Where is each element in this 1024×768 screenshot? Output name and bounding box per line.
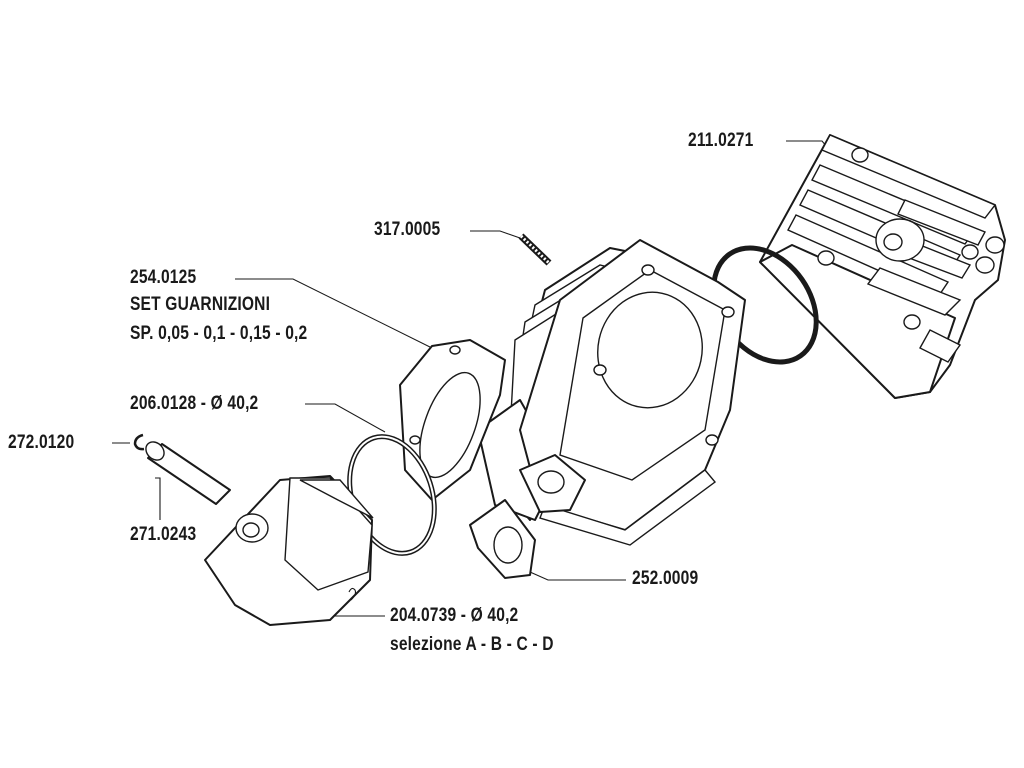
stud-part <box>518 233 552 266</box>
leader-gasket-set <box>235 278 439 352</box>
label-piston-ring: 206.0128 - Ø 40,2 <box>130 393 259 414</box>
label-stud: 317.0005 <box>374 219 441 240</box>
leader-piston-ring <box>305 403 386 433</box>
cylinder-head-part <box>759 134 1006 399</box>
label-piston-selection: selezione A - B - C - D <box>390 634 554 655</box>
exhaust-gasket-part <box>469 499 536 579</box>
label-circlip: 272.0120 <box>8 432 75 453</box>
label-gasket-set-thickness: SP. 0,05 - 0,1 - 0,15 - 0,2 <box>130 323 308 344</box>
leader-exhaust-gasket <box>529 571 626 581</box>
piston-pin-part <box>145 441 231 505</box>
leader-stud <box>470 230 521 239</box>
label-exhaust-gasket: 252.0009 <box>632 568 699 589</box>
label-cylinder-head: 211.0271 <box>688 130 754 151</box>
piston-part <box>204 475 374 626</box>
label-piston-pin: 271.0243 <box>130 524 197 545</box>
label-gasket-set-name: SET GUARNIZIONI <box>130 294 271 315</box>
circlip-part <box>133 433 145 451</box>
label-gasket-set-code: 254.0125 <box>130 267 197 288</box>
label-piston-code: 204.0739 - Ø 40,2 <box>390 605 519 626</box>
base-gasket-part <box>399 339 506 501</box>
cylinder-part <box>477 239 746 546</box>
leader-piston-pin <box>155 477 161 520</box>
